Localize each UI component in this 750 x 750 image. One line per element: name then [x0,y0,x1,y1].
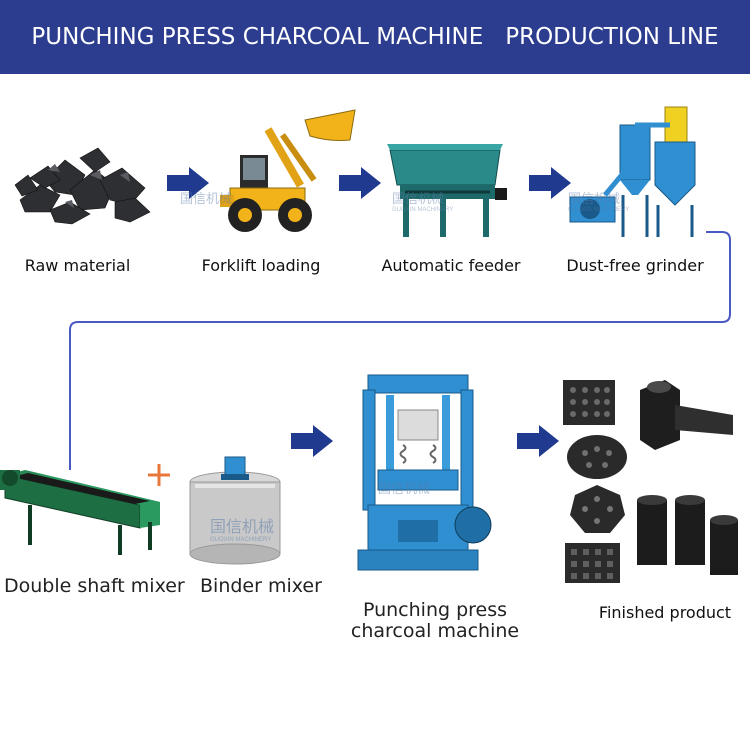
flow-arrow-icon [339,167,381,199]
watermark-brand-cn: 国信机械 [180,191,233,206]
header-banner: PUNCHING PRESS CHARCOAL MACHINE PRODUCTI… [0,0,750,74]
binder-mixer-tank-icon [189,456,281,565]
page-title: PUNCHING PRESS CHARCOAL MACHINE PRODUCTI… [31,24,719,50]
dust-free-grinder-icon [569,106,696,237]
step-label-punching-press-line2: charcoal machine [350,620,520,642]
wheel-loader-icon [220,109,356,232]
flow-arrow-icon [517,425,559,457]
watermark-brand-cn: 国信机械 [378,481,431,496]
watermark-logo: 国信机械 [180,188,232,207]
flow-arrow-icon [529,167,571,199]
step-label-finished-product: Finished product [598,603,732,622]
watermark-logo: 国信机械 [378,478,430,497]
punching-press-machine-icon [357,374,492,571]
raw-material-coal-icon [14,147,151,225]
watermark-brand-cn: 国信机械 [568,191,621,206]
watermark-logo: 国信机械 GUOXIN MACHINERY [392,188,453,213]
watermark-brand-cn: 国信机械 [392,191,445,206]
charcoal-briquettes-icon [563,380,738,583]
step-label-dust-free-grinder: Dust-free grinder [566,256,704,275]
watermark-logo: 国信机械 GUOXIN MACHINERY [568,188,629,213]
double-shaft-mixer-icon [0,470,160,555]
step-label-raw-material: Raw material [24,256,131,275]
step-label-forklift-loading: Forklift loading [201,256,321,275]
watermark-brand-en: GUOXIN MACHINERY [392,207,454,213]
watermark-brand-en: GUOXIN MACHINERY [210,537,272,543]
step-label-double-shaft-mixer: Double shaft mixer [4,575,185,597]
step-label-punching-press: Punching press charcoal machine [345,600,525,642]
flow-arrow-icon [291,425,333,457]
flow-arrow-icon [167,167,209,199]
step-label-punching-press-line1: Punching press [362,599,508,621]
step-label-automatic-feeder: Automatic feeder [381,256,521,275]
plus-icon [148,464,170,486]
watermark-logo: 国信机械 GUOXIN MACHINERY [210,513,274,543]
step-label-binder-mixer: Binder mixer [200,575,322,597]
watermark-brand-en: GUOXIN MACHINERY [568,207,630,213]
belt-feeder-icon [387,144,507,237]
watermark-brand-cn: 国信机械 [210,519,275,536]
